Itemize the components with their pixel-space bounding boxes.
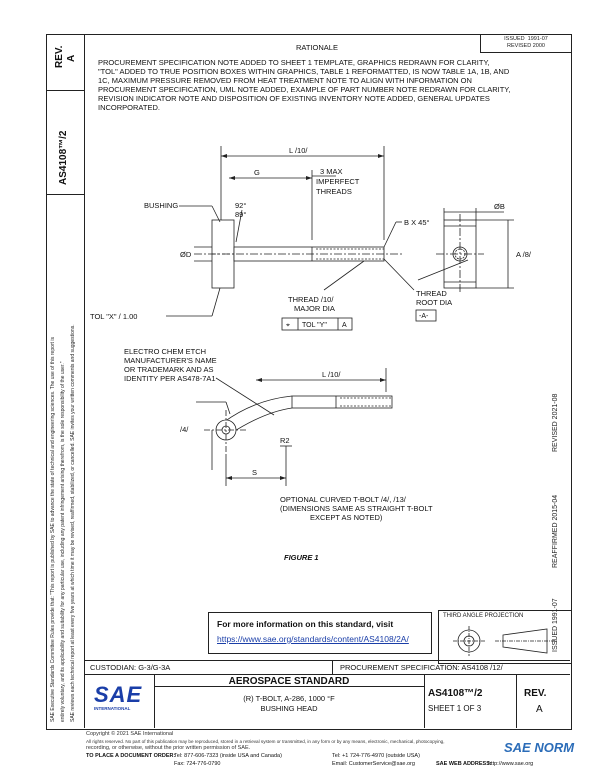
thread-major-1: THREAD /10/ — [288, 295, 334, 304]
part-subtitle: BUSHING HEAD — [260, 704, 318, 713]
imperfect-threads-2: IMPERFECT — [316, 177, 360, 186]
revised-date: REVISED 2021-08 — [552, 393, 559, 452]
figure-caption: FIGURE 1 — [284, 553, 319, 562]
etch-note-3: OR TRADEMARK AND AS — [124, 365, 213, 374]
etch-note-2: MANUFACTURER'S NAME — [124, 356, 217, 365]
issued-block-text: ISSUED 1991-07 REVISED 2000 — [504, 36, 548, 49]
sidebar-docno-box: AS4108™/2 — [46, 90, 84, 195]
sae-logo-text: SAE — [94, 682, 143, 707]
thread-major-2: MAJOR DIA — [294, 304, 335, 313]
rationale-line: "TOL" ADDED TO TRUE POSITION BOXES WITHI… — [98, 67, 510, 76]
tbolt-drawing: L /10/ G 3 MAX IMPERFECT THREADS BUSHING… — [90, 146, 532, 562]
imperfect-threads-1: 3 MAX — [320, 167, 343, 176]
standard-link[interactable]: https://www.sae.org/standards/content/AS… — [217, 634, 409, 644]
sidebar-rev-box: REV. A — [46, 34, 84, 91]
etch-note-1: ELECTRO CHEM ETCH — [124, 347, 206, 356]
angle-89: 89° — [235, 210, 246, 219]
rationale-line: INCORPORATED. — [98, 103, 160, 112]
etch-note-4: IDENTITY PER AS478-7A1 — [124, 374, 216, 383]
rationale-line: 1C, MAXIMUM PRESSURE REMOVED FROM HEAT T… — [98, 76, 472, 85]
dim-l-curved: L /10/ — [322, 370, 341, 379]
reaffirmed-date: REAFFIRMED 2015-04 — [552, 494, 559, 568]
tel-usa: Tel: 877-606-7323 (inside USA and Canada… — [174, 753, 282, 759]
dim-g: G — [254, 168, 260, 177]
dim-l: L /10/ — [289, 146, 308, 155]
dia-b-label: ØB — [494, 202, 505, 211]
legal-text-1: SAE Executive Standards Committee Rules … — [50, 337, 56, 722]
dim-s: S — [252, 468, 257, 477]
legal-text-3: SAE reviews each technical report at lea… — [70, 324, 76, 722]
sidebar-doc-number: AS4108™/2 — [58, 130, 69, 185]
dia-d-label: ØD — [180, 250, 192, 259]
footer: Copyright © 2021 SAE International All r… — [86, 731, 576, 770]
rationale-line: PROCUREMENT SPECIFICATION, UML NOTE ADDE… — [98, 85, 511, 94]
rationale-line: PROCUREMENT SPECIFICATION NOTE ADDED TO … — [98, 58, 490, 67]
rationale-title: RATIONALE — [296, 43, 338, 52]
web-link[interactable]: http://www.sae.org — [488, 761, 534, 767]
imperfect-threads-3: THREADS — [316, 187, 352, 196]
optional-note-3: EXCEPT AS NOTED) — [310, 513, 383, 522]
left-sidebar: REV. A AS4108™/2 — [46, 34, 85, 728]
tol-x-label: TOL "X" / 1.00 — [90, 312, 137, 321]
procurement-spec: PROCUREMENT SPECIFICATION: AS4108 /12/ — [340, 663, 503, 672]
sidebar-rev-value: A — [66, 54, 77, 62]
sheet-number: SHEET 1 OF 3 — [428, 704, 482, 713]
tol-y-datum: A — [342, 322, 347, 329]
sae-logo-sub: INTERNATIONAL — [94, 706, 131, 711]
info-title: For more information on this standard, v… — [217, 619, 394, 629]
projection-label: THIRD ANGLE PROJECTION — [443, 613, 524, 619]
thread-root-2: ROOT DIA — [416, 298, 452, 307]
fax: Fax: 724-776-0790 — [174, 761, 221, 767]
ref-4-label: /4/ — [180, 425, 189, 434]
angle-92: 92° — [235, 201, 246, 210]
rights-line-2: recording, or otherwise, without the pri… — [86, 745, 251, 751]
aerospace-standard: AEROSPACE STANDARD — [228, 676, 350, 687]
third-angle-projection-icon — [453, 626, 557, 656]
optional-note-1: OPTIONAL CURVED T-BOLT /4/, /13/ — [280, 495, 407, 504]
sae-logo: SAE INTERNATIONAL — [94, 682, 146, 712]
a-label: A /8/ — [516, 250, 532, 259]
copyright: Copyright © 2021 SAE International — [86, 731, 174, 737]
tol-y-label: TOL "Y" — [302, 322, 327, 329]
optional-note-2: (DIMENSIONS SAME AS STRAIGHT T-BOLT — [280, 504, 433, 513]
email: Email: CustomerService@sae.org — [332, 761, 415, 767]
r2-label: R2 — [280, 436, 290, 445]
issued-box: ISSUED 1991-07 REVISED 2000 — [480, 34, 571, 53]
title-doc-number: AS4108™/2 — [428, 688, 483, 699]
thread-root-1: THREAD — [416, 289, 447, 298]
custodian: CUSTODIAN: G-3/G-3A — [90, 663, 171, 672]
order-label: TO PLACE A DOCUMENT ORDER: — [86, 753, 176, 759]
chamfer-label: B X 45° — [404, 218, 430, 227]
sidebar-rev-label: REV. — [54, 45, 65, 68]
part-title: (R) T-BOLT, A-286, 1000 °F — [243, 694, 335, 703]
tel-intl: Tel: +1 724-776-4970 (outside USA) — [332, 753, 420, 759]
rationale-body: PROCUREMENT SPECIFICATION NOTE ADDED TO … — [98, 58, 558, 112]
bushing-label: BUSHING — [144, 201, 178, 210]
watermark-logo: SAE NORM — [504, 740, 575, 755]
rights-line-1: All rights reserved. No part of this pub… — [86, 739, 445, 744]
title-rev-value: A — [536, 704, 543, 715]
datum-a-label: -A- — [419, 313, 429, 320]
info-box: For more information on this standard, v… — [208, 612, 432, 654]
legal-text-2: entirely voluntary, and its applicabilit… — [60, 361, 66, 722]
rationale-line: REVISION INDICATOR NOTE AND DISPOSITION … — [98, 94, 490, 103]
drawing-frame — [46, 34, 572, 730]
position-symbol-icon: ⌖ — [286, 322, 290, 329]
projection-box: THIRD ANGLE PROJECTION — [438, 610, 572, 664]
title-block: CUSTODIAN: G-3/G-3A PROCUREMENT SPECIFIC… — [84, 660, 570, 728]
web-label: SAE WEB ADDRESS: — [436, 761, 492, 767]
title-rev-label: REV. — [524, 688, 547, 699]
